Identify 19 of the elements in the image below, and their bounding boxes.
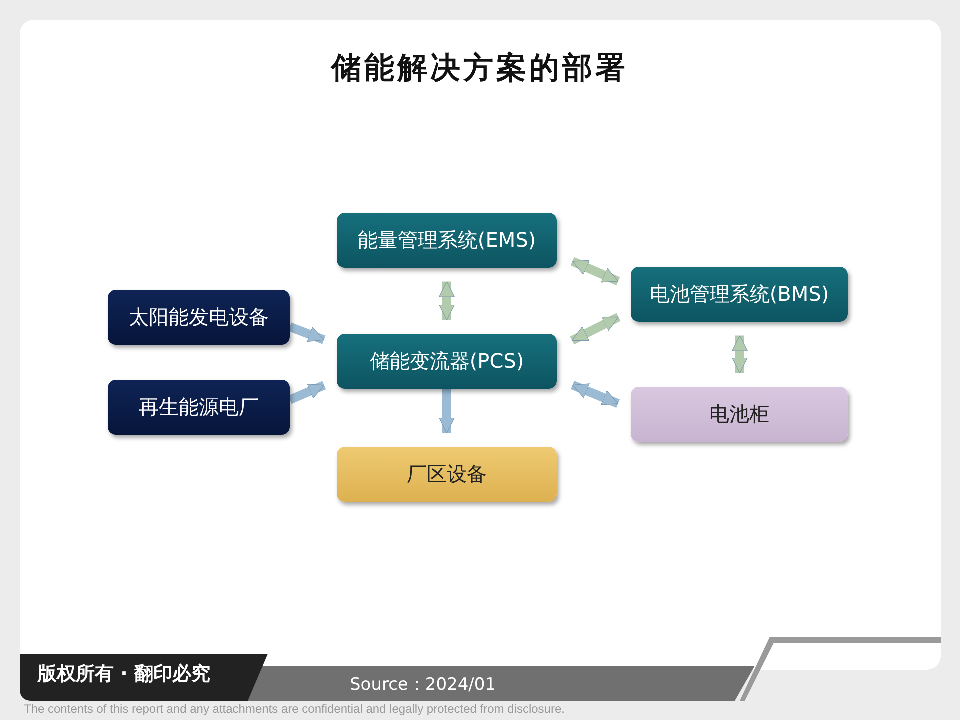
arrow [571,381,620,408]
disclaimer-text: The contents of this report and any attachments are confidential and legally protected from disclosure. [24,703,565,716]
source-text: Source：2024/01 [350,676,496,695]
process-box: 电池管理系统(BMS) [631,267,848,322]
arrow [439,389,455,434]
process-box: 能量管理系统(EMS) [337,213,557,268]
arrow [439,281,455,321]
load-box: 厂区设备 [337,447,557,502]
arrow [288,381,326,404]
source-box: 再生能源电厂 [108,380,290,435]
arrow [288,322,326,344]
source-box: 太阳能发电设备 [108,290,290,345]
process-box: 储能变流器(PCS) [337,334,557,389]
arrow [570,313,621,345]
arrow [570,257,620,286]
copyright-text: 版权所有 · 翻印必究 [38,664,210,685]
storage-box: 电池柜 [631,387,848,442]
title: 储能解决方案的部署 [330,50,630,88]
arrow [732,335,748,374]
